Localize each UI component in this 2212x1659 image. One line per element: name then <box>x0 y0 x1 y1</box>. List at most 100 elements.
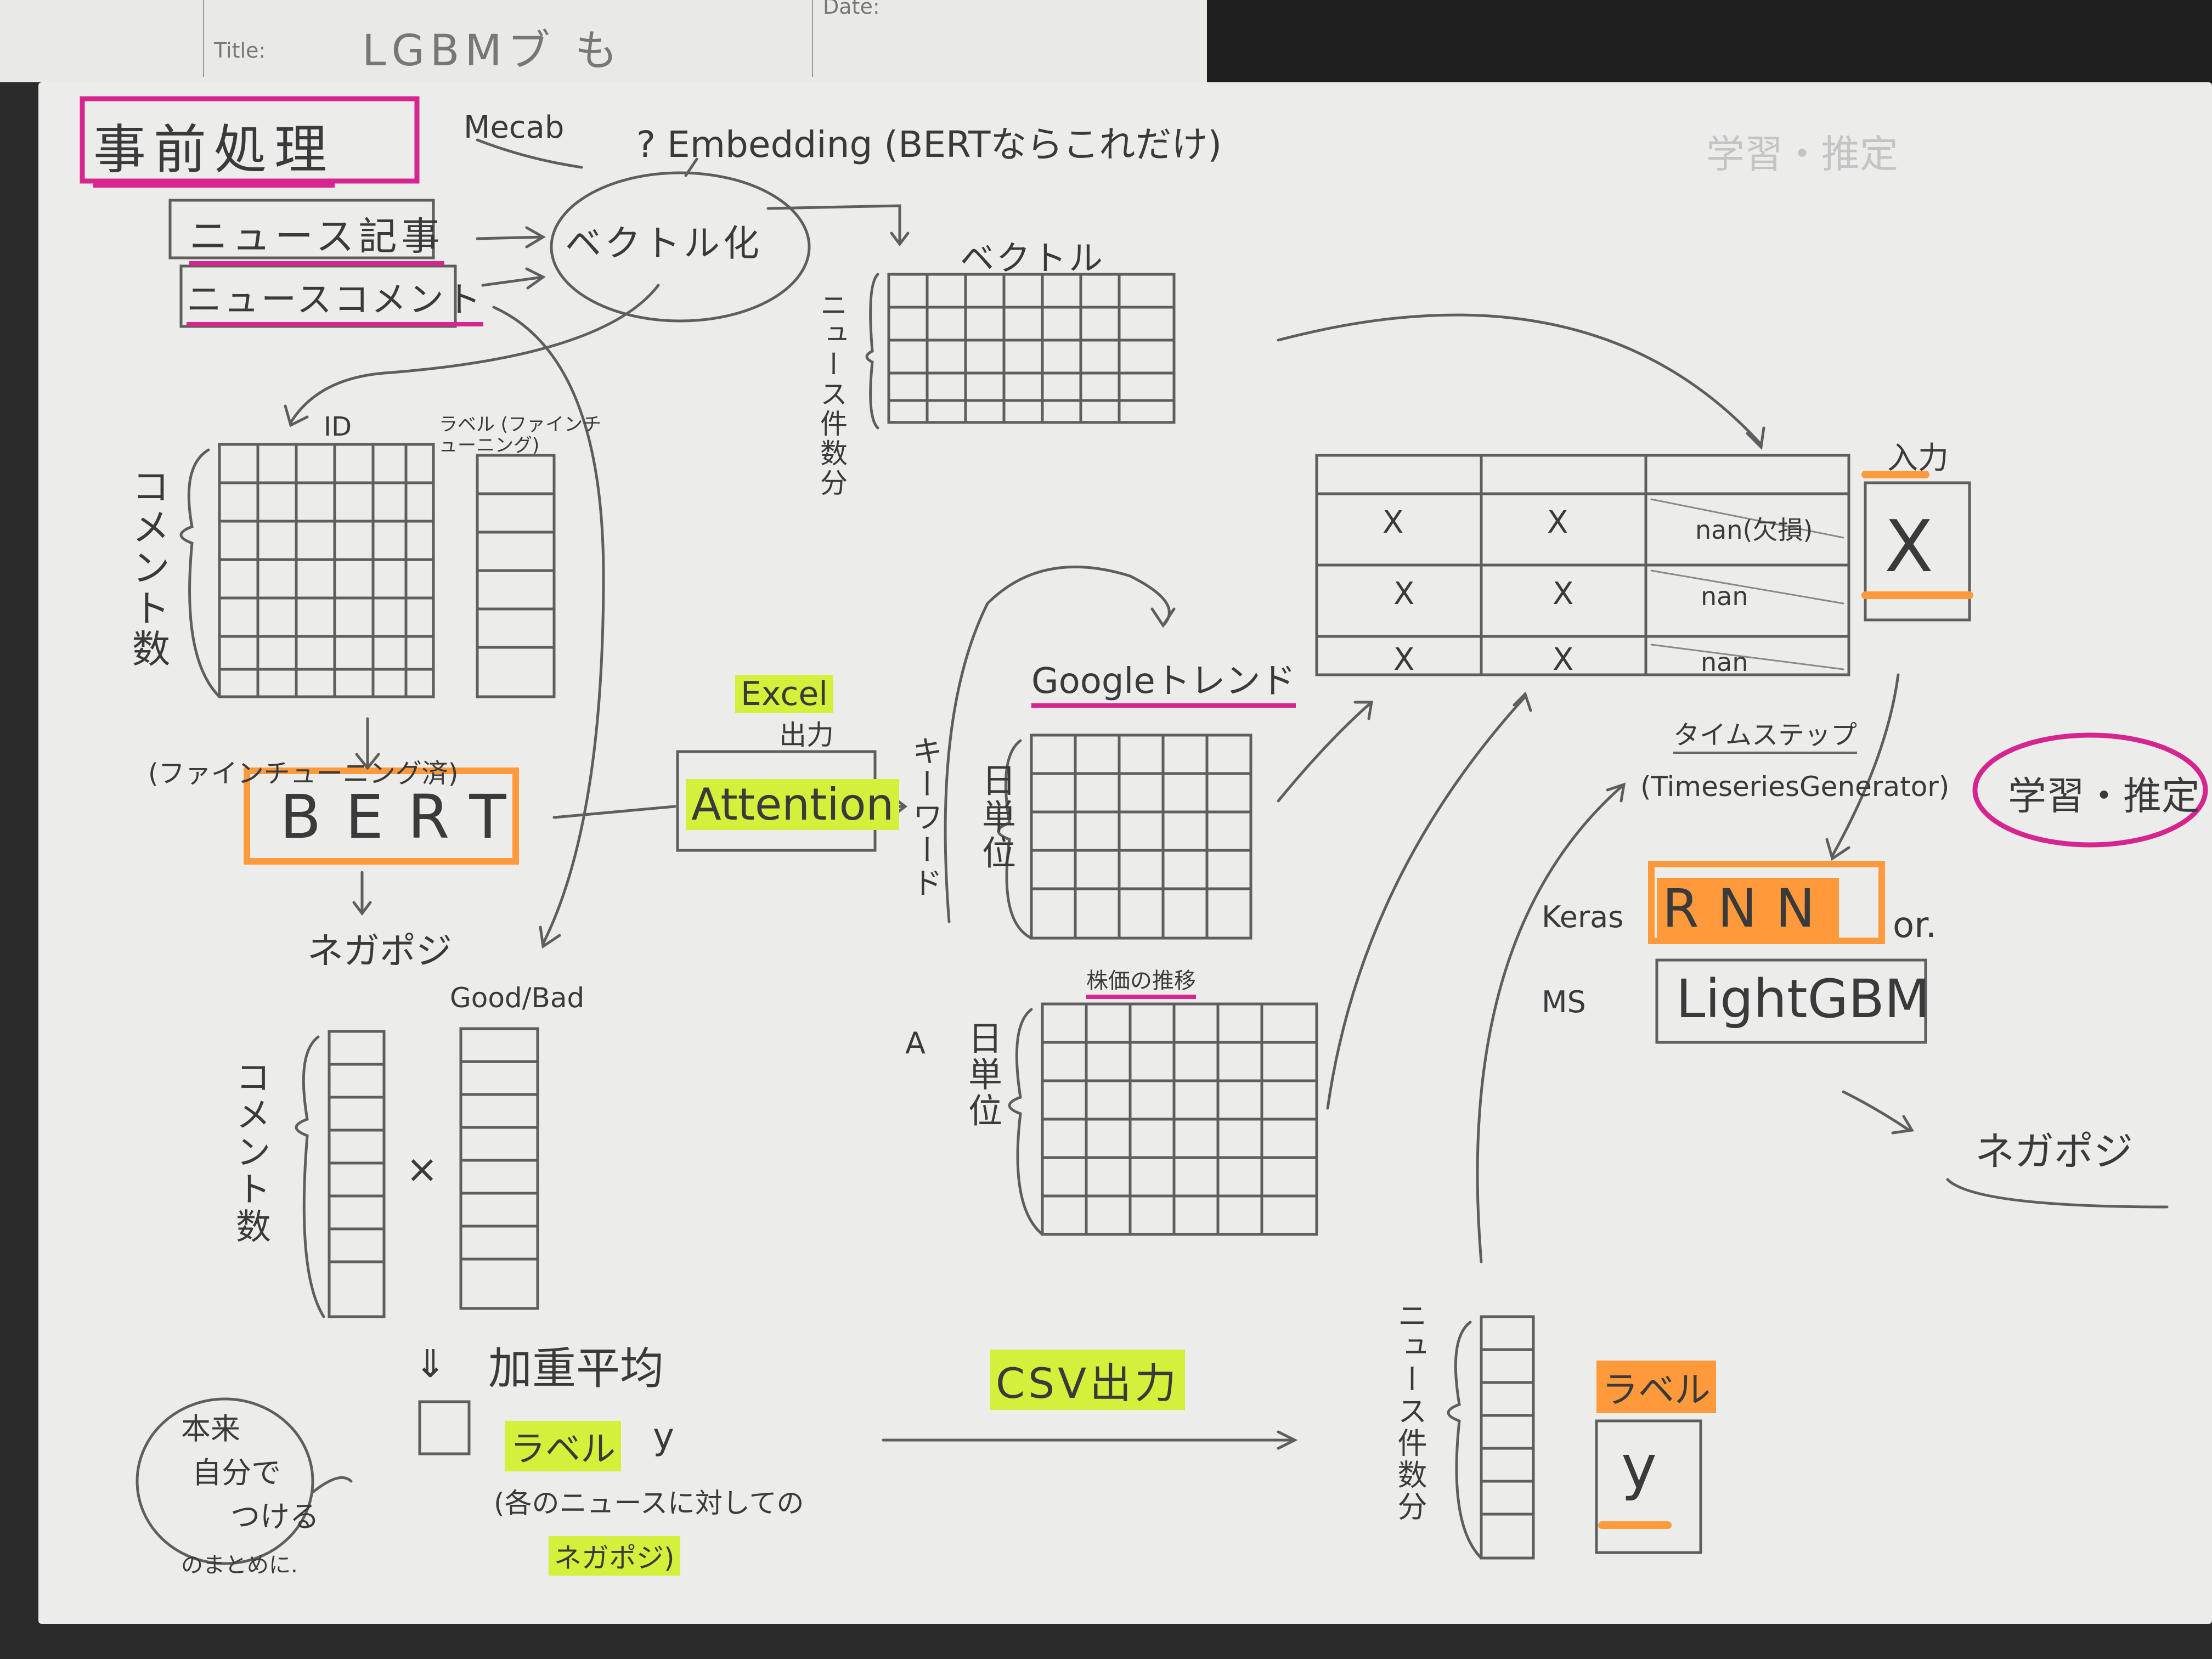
lgbm-label: LightGBM <box>1676 968 1930 1030</box>
goodbad-col-label: Good/Bad <box>450 982 585 1014</box>
training-faint-label: 学習・推定 <box>1706 132 1898 177</box>
matrix-nan-note: nan(欠損) <box>1695 515 1813 545</box>
attention-label: Attention <box>686 779 900 830</box>
weighted-label: 加重平均 <box>488 1343 664 1394</box>
stock-daily-label: 日単位 <box>962 1020 1002 1129</box>
comment-table-grid <box>218 443 556 698</box>
arrow-comment <box>481 267 546 290</box>
csv-line <box>882 1430 1298 1450</box>
weighted-note-line1: (各のニュースに対しての <box>494 1487 804 1519</box>
comment-col-id: ID <box>324 411 352 442</box>
rnn-box <box>1648 861 1885 944</box>
side-note-footer: のまとめに. <box>181 1553 298 1578</box>
mecab-label: Mecab <box>464 110 565 145</box>
training-ellipse <box>1972 732 2208 848</box>
or-label: or. <box>1893 905 1937 946</box>
embedding-label: ? Embedding (BERTならこれだけ) <box>636 123 1222 166</box>
comment-row-label: コメント数 <box>126 466 171 669</box>
vector-row-label: ニュース件数分 <box>816 291 848 498</box>
weighted-arrow: ⇓ <box>414 1341 447 1386</box>
stock-brace <box>1008 1008 1044 1236</box>
google-trends-title: Googleトレンド <box>1031 653 1296 708</box>
news-comment-label: ニュースコメント <box>187 272 483 326</box>
bert-to-attention <box>552 805 676 819</box>
side-note-ellipse <box>136 1397 314 1565</box>
notebook-date-label: Date: <box>823 0 880 19</box>
goodbad-grid <box>328 1027 539 1318</box>
background-notebook: Title: LGBMブ も Date: <box>0 0 1207 82</box>
csv-label: CSV出力 <box>990 1350 1186 1410</box>
comment-col-label: ラベル (ファインチューニング) <box>439 414 602 456</box>
vector-row-brace <box>865 273 879 430</box>
matrix-nan-row2: nan <box>1701 582 1748 611</box>
embed-arrow <box>684 157 698 177</box>
goodbad-op: × <box>406 1147 438 1192</box>
notebook-title-label: Title: <box>214 38 266 63</box>
trend-to-matrix <box>1277 701 1373 803</box>
weighted-box <box>418 1400 471 1455</box>
matrix-x-r1c2: X <box>1547 505 1568 540</box>
stock-mark: A <box>905 1026 926 1060</box>
google-daily-label: 日単位 <box>976 763 1016 871</box>
goodbad-row-label: コメント数 <box>230 1059 270 1245</box>
matrix-x-r3c1: X <box>1393 642 1415 678</box>
arrow-article <box>476 226 546 249</box>
matrix-x-r1c1: X <box>1383 505 1404 540</box>
news-label: ラベル <box>1596 1361 1716 1413</box>
input-x: X <box>1884 505 1934 588</box>
bert-down-arrow <box>355 717 380 771</box>
long-curve-to-goodbad <box>492 306 605 949</box>
news-article-label: ニュース記事 <box>189 206 444 266</box>
matrix-nan-row3: nan <box>1701 647 1748 677</box>
weighted-label-y: ラベル <box>505 1421 621 1471</box>
matrix-x-r2c1: X <box>1393 576 1415 612</box>
side-note-line1: 本来 <box>181 1412 240 1446</box>
vector-table-grid <box>887 273 1176 424</box>
bert-label: BERT <box>280 782 531 852</box>
generator-to-rnn <box>1825 673 1900 861</box>
weighted-note-line2: ネガポジ) <box>549 1536 680 1576</box>
timestep-label: タイムステップ <box>1673 713 1858 754</box>
google-brace <box>997 739 1033 940</box>
weighted-y: y <box>653 1415 675 1458</box>
vector-label: ベクトル <box>960 238 1105 278</box>
news-count-row-label: ニュース件数分 <box>1392 1300 1427 1523</box>
google-trends-grid <box>1030 733 1252 940</box>
matrix-x-r3c2: X <box>1553 642 1574 678</box>
generator-label: (TimeseriesGenerator) <box>1640 771 1950 803</box>
news-count-brace <box>1447 1321 1483 1560</box>
input-label: 入力 <box>1887 441 1949 476</box>
stock-to-matrix <box>1326 691 1532 1110</box>
label-y-box <box>1595 1419 1702 1554</box>
keyword-label: キーワード <box>907 735 943 900</box>
heading-box <box>80 96 420 184</box>
stock-label: 株価の推移 <box>1086 963 1196 999</box>
main-matrix-grid <box>1315 454 1850 676</box>
bert-out-arrow <box>352 871 372 916</box>
rnn-label: RNN <box>1657 878 1839 939</box>
vector-to-matrix <box>1277 313 1765 450</box>
side-note-arrow <box>311 1476 353 1494</box>
preprocessing-heading: 事前処理 <box>93 107 335 188</box>
vectorize-label: ベクトル化 <box>565 222 763 264</box>
arrow-to-comment-table <box>284 284 660 427</box>
curve-to-generator <box>1476 782 1626 1263</box>
input-box <box>1864 481 1971 622</box>
comment-row-brace <box>179 448 221 698</box>
excel-label-line1: Excel <box>735 675 833 713</box>
ms-label: MS <box>1542 985 1586 1019</box>
result-underline <box>1946 1178 2169 1209</box>
bert-output-label: ネガポジ <box>307 930 452 972</box>
news-count-grid <box>1480 1315 1535 1560</box>
side-note-line3: つける <box>230 1499 319 1534</box>
bert-box <box>244 768 519 865</box>
matrix-x-r2c2: X <box>1553 576 1574 612</box>
news-comment-box <box>179 264 457 328</box>
arrow-to-vector <box>766 204 910 247</box>
excel-label-line2: 出力 <box>779 719 834 751</box>
notebook-title-text: LGBMブ も <box>362 26 623 76</box>
vectorize-ellipse <box>550 171 811 323</box>
news-label-y: y <box>1621 1432 1657 1502</box>
mecab-arrow <box>476 138 583 169</box>
